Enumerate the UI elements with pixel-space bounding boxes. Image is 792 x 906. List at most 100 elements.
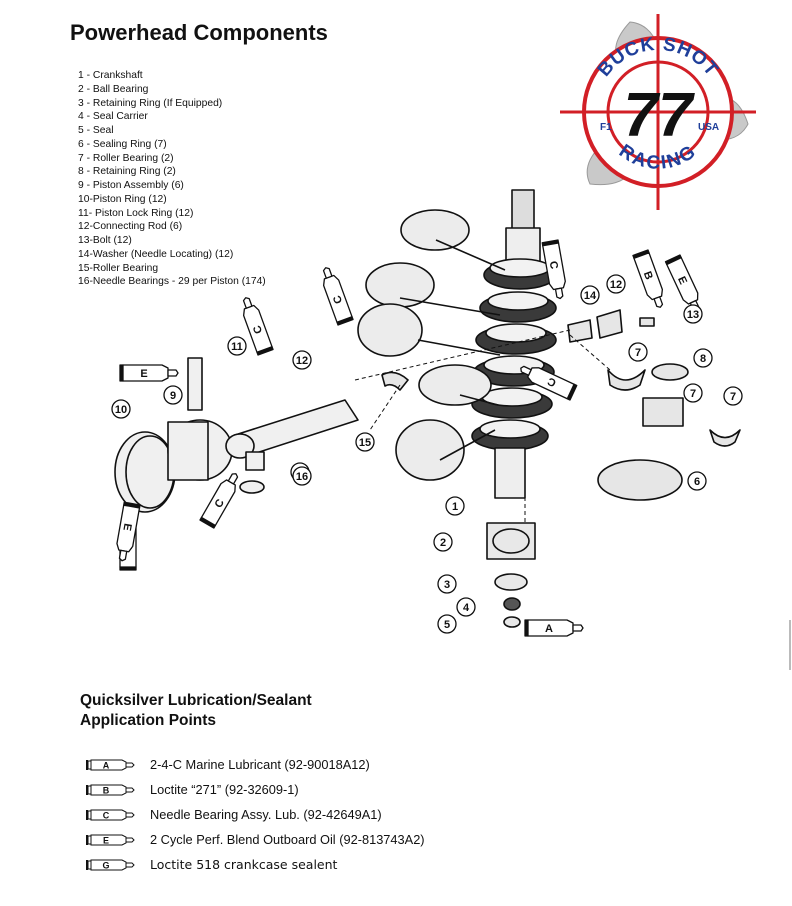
lube-tube: C bbox=[520, 365, 578, 401]
tube-letter: B bbox=[641, 270, 655, 282]
page-title: Powerhead Components bbox=[70, 20, 328, 45]
lube-tube: A bbox=[524, 619, 584, 637]
callout-number: 12 bbox=[610, 279, 622, 291]
callout: 16 bbox=[292, 466, 312, 486]
callout: 7 bbox=[683, 383, 703, 403]
leader-lines bbox=[354, 329, 611, 525]
callout: 15 bbox=[355, 432, 375, 452]
parts-list-item: 5 - Seal bbox=[78, 125, 114, 136]
tube-icon: A bbox=[86, 759, 135, 770]
legend-text: Needle Bearing Assy. Lub. (92-42649A1) bbox=[150, 807, 382, 822]
legend-item: A 2-4-C Marine Lubricant (92-90018A12) bbox=[86, 752, 425, 777]
lube-heading-line-2: Application Points bbox=[80, 712, 217, 729]
callout-number: 1 bbox=[452, 501, 458, 513]
callout: 7 bbox=[628, 342, 648, 362]
lube-tube: C bbox=[322, 267, 354, 326]
buckshot-racing-logo: BUCK SHOT RACING 77 F1 USA bbox=[560, 14, 756, 210]
callout-number: 7 bbox=[730, 391, 736, 403]
tube-letter: A bbox=[103, 760, 110, 770]
lube-tube: C bbox=[242, 297, 274, 356]
parts-list-item: 15-Roller Bearing bbox=[78, 262, 159, 274]
callout: 1 bbox=[445, 496, 465, 516]
lube-tubes: CBECCECCEEA bbox=[116, 239, 700, 637]
callout-number: 13 bbox=[687, 309, 699, 321]
callout: 10 bbox=[111, 399, 131, 419]
exploded-view-diagram: CBECCECCEEA 1234567778910111212131415151… bbox=[111, 189, 743, 637]
callout: 9 bbox=[163, 385, 183, 405]
callout: 11 bbox=[227, 336, 247, 356]
logo-left-tag: F1 bbox=[600, 122, 612, 133]
parts-list-item: 9 - Piston Assembly (6) bbox=[78, 180, 184, 191]
legend-item: B Loctite “271” (92-32609-1) bbox=[86, 777, 425, 802]
tube-icon: B bbox=[86, 784, 135, 795]
parts-list-item: 14-Washer (Needle Locating) (12) bbox=[78, 248, 234, 260]
tube-icon: E bbox=[86, 834, 135, 845]
callout: 6 bbox=[687, 471, 707, 491]
tube-letter: A bbox=[545, 623, 553, 635]
callout-number: 9 bbox=[170, 390, 176, 402]
callout: 13 bbox=[683, 304, 703, 324]
parts-list-item: 2 - Ball Bearing bbox=[78, 83, 149, 95]
crankshaft bbox=[471, 189, 557, 499]
callout-number: 16 bbox=[296, 471, 308, 483]
callout-number: 7 bbox=[690, 388, 696, 400]
parts-list-item: 13-Bolt (12) bbox=[78, 235, 132, 246]
legend-item: E 2 Cycle Perf. Blend Outboard Oil (92-81… bbox=[86, 827, 425, 852]
lower-bearing-stack bbox=[486, 522, 536, 628]
parts-list-item: 7 - Roller Bearing (2) bbox=[78, 152, 174, 164]
tube-icon: C bbox=[86, 809, 135, 820]
lube-tube: B bbox=[632, 249, 664, 308]
callout: 2 bbox=[433, 532, 453, 552]
tube-letter: C bbox=[251, 324, 265, 336]
callout-number: 3 bbox=[444, 579, 450, 591]
callout: 14 bbox=[580, 285, 600, 305]
tube-letter: E bbox=[103, 835, 109, 845]
assembled-pistons bbox=[357, 209, 506, 481]
tube-letter: C bbox=[103, 810, 110, 820]
parts-list-item: 6 - Sealing Ring (7) bbox=[78, 138, 167, 150]
lube-tube: C bbox=[199, 473, 239, 529]
legend-text: 2-4-C Marine Lubricant (92-90018A12) bbox=[150, 757, 370, 772]
callout-number: 4 bbox=[463, 602, 470, 614]
legend-item: C Needle Bearing Assy. Lub. (92-42649A1) bbox=[86, 802, 425, 827]
callout-number: 2 bbox=[440, 537, 446, 549]
parts-list-item: 4 - Seal Carrier bbox=[78, 111, 148, 123]
callout-number: 15 bbox=[359, 437, 371, 449]
tube-letter: G bbox=[102, 860, 109, 870]
lube-section-heading: Quicksilver Lubrication/Sealant Applicat… bbox=[80, 691, 312, 731]
parts-list-item: 16-Needle Bearings - 29 per Piston (174) bbox=[78, 276, 266, 288]
callout-number: 5 bbox=[444, 619, 450, 631]
tube-letter: C bbox=[331, 294, 345, 306]
lube-tube: E bbox=[119, 364, 179, 382]
tube-letter: B bbox=[103, 785, 110, 795]
tube-icon: G bbox=[86, 859, 135, 870]
callout: 12 bbox=[606, 274, 626, 294]
parts-list-item: 1 - Crankshaft bbox=[78, 70, 143, 81]
logo-number: 77 bbox=[624, 81, 695, 150]
callout: 3 bbox=[437, 574, 457, 594]
lube-tube: C bbox=[541, 239, 566, 300]
callout-number: 7 bbox=[635, 347, 641, 359]
lube-tube: E bbox=[664, 254, 700, 312]
tube-letter: C bbox=[547, 260, 560, 270]
bearing-parts-right bbox=[381, 309, 741, 501]
legend-text: 2 Cycle Perf. Blend Outboard Oil (92-813… bbox=[150, 832, 425, 847]
piston-assembly-left bbox=[114, 357, 359, 513]
tube-letter: E bbox=[120, 522, 133, 531]
callout-number: 6 bbox=[694, 476, 700, 488]
callout: 7 bbox=[723, 386, 743, 406]
scan-edge-mark bbox=[789, 620, 791, 670]
callout: 4 bbox=[456, 597, 476, 617]
callout: 12 bbox=[292, 350, 312, 370]
callout: 5 bbox=[437, 614, 457, 634]
lube-tube: E bbox=[116, 501, 141, 562]
parts-list-item: 12-Connecting Rod (6) bbox=[78, 221, 183, 233]
parts-list-item: 8 - Retaining Ring (2) bbox=[78, 166, 176, 178]
lube-legend: A 2-4-C Marine Lubricant (92-90018A12) B Lo… bbox=[86, 752, 425, 877]
callout-circles: 12345677789101112121314151516 bbox=[111, 274, 743, 634]
tube-letter: E bbox=[675, 275, 689, 287]
parts-list-item: 11- Piston Lock Ring (12) bbox=[78, 207, 194, 219]
legend-text: Loctite “271” (92-32609-1) bbox=[150, 782, 299, 797]
callout-number: 11 bbox=[231, 341, 243, 353]
